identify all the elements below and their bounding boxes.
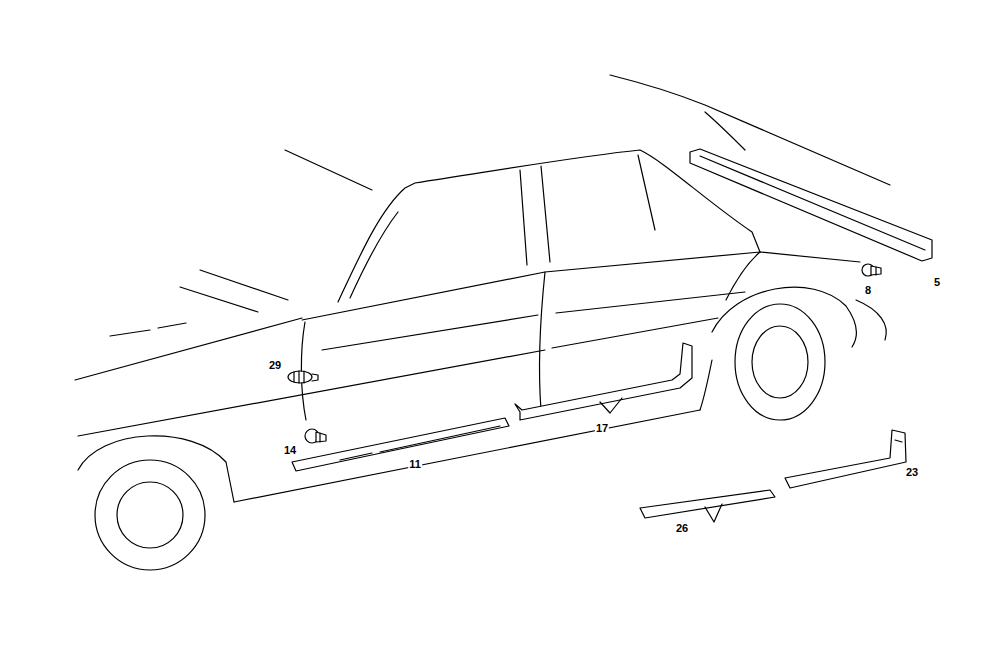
sill-strip [292,418,509,471]
inner-sill-front [640,490,775,518]
hood-crease [110,323,186,336]
side-line [556,292,745,313]
sill-panel [515,343,692,420]
clip-part [288,371,318,383]
side-crease [78,350,545,436]
side-line [322,315,538,350]
inner-sill-tab [705,504,722,522]
rear-arch-front [700,360,712,410]
front-tyre [95,460,205,570]
callout-number: 26 [675,522,689,534]
callout-number: 14 [283,444,297,456]
wiper-line [180,287,258,312]
b-pillar [520,170,527,265]
sill-tab [600,398,622,413]
callout-number: 29 [268,359,282,371]
sill-line [234,410,700,502]
side-crease [552,318,718,348]
front-wheel-arch [78,436,234,502]
front-rim [117,482,183,548]
a-pillar [350,212,398,298]
c-pillar [638,155,655,230]
b-pillar [541,166,550,262]
inner-sill-rear [785,430,906,488]
clip-part [862,264,881,276]
rear-rim [752,326,808,398]
rear-window-line [705,112,745,150]
clip-part [305,429,326,443]
hood-shoulder [75,318,302,380]
callout-number: 17 [595,422,609,434]
callout-number: 5 [933,276,941,288]
rail-part [690,149,932,261]
callout-number: 11 [408,458,422,470]
callout-number: 23 [905,466,919,478]
callout-number: 8 [864,284,872,296]
rear-wheel-arch [712,287,856,347]
rear-quarter [856,300,886,340]
cabin-outline [338,150,760,302]
wiper-line [200,270,288,300]
rear-door-front-edge [540,272,545,410]
rear-tyre [735,304,825,420]
sill-strip-edge [340,426,500,460]
belt-line [302,252,860,320]
hood-line [285,150,372,190]
bracket-hole [895,440,902,442]
rail-edge [700,156,925,250]
